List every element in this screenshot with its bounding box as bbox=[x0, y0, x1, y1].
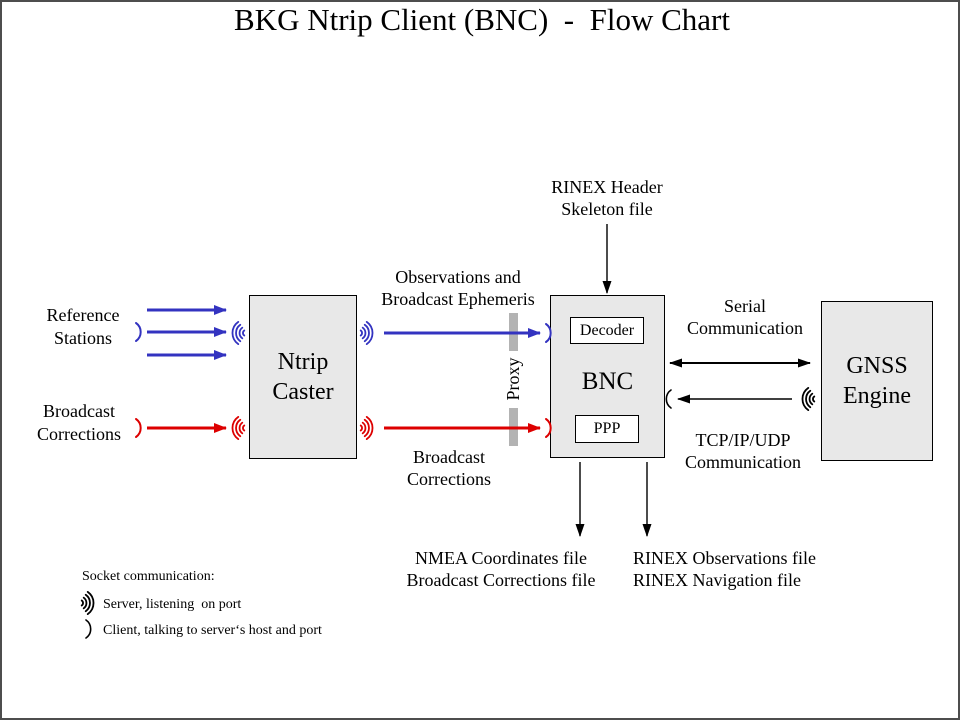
legend-server-label: Server, listening on port bbox=[103, 597, 242, 612]
decoder-label: Decoder bbox=[579, 321, 635, 339]
rinex-header-label: RINEX Header Skeleton file bbox=[527, 176, 687, 220]
nmea-output-line2: Broadcast Corrections file bbox=[406, 570, 596, 590]
server-socket-icon bbox=[231, 415, 246, 441]
broadcast-corrections-line2: Corrections bbox=[37, 424, 121, 444]
reference-stations-label: Reference Stations bbox=[20, 304, 146, 350]
tcp-line1: TCP/IP/UDP bbox=[695, 430, 791, 450]
server-socket-icon bbox=[231, 320, 246, 346]
rinex-output-line1: RINEX Observations file bbox=[633, 548, 816, 568]
ntrip-caster-line1: Ntrip bbox=[277, 349, 329, 375]
server-socket-icon bbox=[359, 415, 374, 441]
page-title: BKG Ntrip Client (BNC) - Flow Chart bbox=[234, 2, 730, 37]
decoder-box: Decoder bbox=[570, 317, 644, 344]
gnss-engine-line2: Engine bbox=[843, 383, 911, 409]
tcp-line2: Communication bbox=[685, 452, 801, 472]
reference-stations-line1: Reference bbox=[46, 305, 120, 325]
ntrip-caster-line2: Caster bbox=[272, 379, 334, 405]
serial-line1: Serial bbox=[724, 296, 766, 316]
nmea-output-label: NMEA Coordinates file Broadcast Correcti… bbox=[387, 547, 615, 591]
broadcast-corrections-link-label: Broadcast Corrections bbox=[391, 446, 507, 490]
bnc-label: BNC bbox=[581, 368, 634, 395]
server-socket-icon bbox=[359, 320, 374, 346]
legend-server-icon bbox=[80, 591, 95, 615]
proxy-label: Proxy bbox=[503, 357, 523, 401]
broadcast-corrections-label: Broadcast Corrections bbox=[16, 400, 142, 446]
observations-label: Observations and Broadcast Ephemeris bbox=[370, 266, 546, 310]
reference-stations-line2: Stations bbox=[53, 328, 112, 348]
client-socket-icon bbox=[665, 389, 672, 409]
observations-line2: Broadcast Ephemeris bbox=[381, 289, 535, 309]
broadcast-corrections-line1: Broadcast bbox=[43, 401, 115, 421]
gnss-engine-line1: GNSS bbox=[846, 353, 908, 379]
observations-line1: Observations and bbox=[395, 267, 521, 287]
legend-heading: Socket communication: bbox=[82, 569, 215, 584]
serial-line2: Communication bbox=[687, 318, 803, 338]
legend-client-icon bbox=[85, 619, 92, 639]
rinex-header-line1: RINEX Header bbox=[551, 177, 663, 197]
gnss-engine-node: GNSS Engine bbox=[821, 301, 933, 461]
server-socket-icon bbox=[801, 386, 816, 412]
rinex-output-line2: RINEX Navigation file bbox=[633, 570, 801, 590]
rinex-output-label: RINEX Observations file RINEX Navigation… bbox=[633, 547, 863, 591]
broadcast-corrections-link-line1: Broadcast bbox=[413, 447, 485, 467]
broadcast-corrections-link-line2: Corrections bbox=[407, 469, 491, 489]
legend-client-label: Client, talking to server‘s host and por… bbox=[103, 623, 322, 638]
tcp-communication-label: TCP/IP/UDP Communication bbox=[668, 429, 818, 473]
rinex-header-line2: Skeleton file bbox=[561, 199, 653, 219]
nmea-output-line1: NMEA Coordinates file bbox=[415, 548, 587, 568]
ppp-label: PPP bbox=[593, 420, 621, 437]
serial-communication-label: Serial Communication bbox=[672, 295, 818, 339]
ntrip-caster-node: Ntrip Caster bbox=[249, 295, 357, 459]
ppp-box: PPP bbox=[575, 415, 639, 443]
